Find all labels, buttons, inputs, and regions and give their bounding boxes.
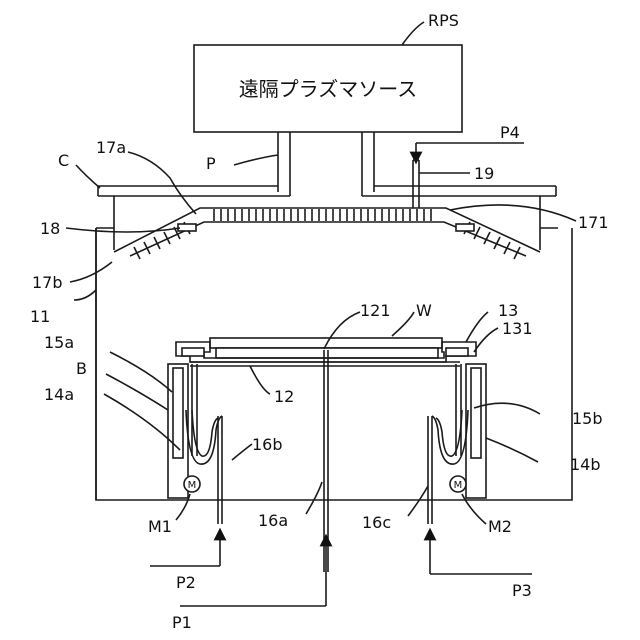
label-12: 12 bbox=[274, 387, 294, 406]
label-p4: P4 bbox=[500, 123, 520, 142]
l131-leader bbox=[474, 328, 498, 352]
l11-leader bbox=[74, 290, 96, 300]
label-121: 121 bbox=[360, 301, 391, 320]
l15a-leader bbox=[110, 352, 172, 392]
label-c: C bbox=[58, 151, 69, 170]
label-17b: 17b bbox=[32, 273, 63, 292]
clamp-171 bbox=[456, 224, 474, 231]
c-leader bbox=[76, 165, 100, 188]
label-m2: M2 bbox=[488, 517, 512, 536]
l16c-leader bbox=[408, 486, 428, 516]
label-p3: P3 bbox=[512, 581, 532, 600]
p-leader bbox=[234, 155, 278, 165]
motor-m2-label: M bbox=[454, 480, 463, 491]
b-leader bbox=[106, 374, 168, 410]
label-16c: 16c bbox=[362, 513, 391, 532]
l16b-leader bbox=[232, 444, 252, 460]
label-14a: 14a bbox=[44, 385, 74, 404]
showerhead-holes bbox=[214, 209, 431, 221]
label-m1: M1 bbox=[148, 517, 172, 536]
remote-plasma-source: 遠隔プラズマソース bbox=[194, 45, 462, 132]
ring-right bbox=[446, 348, 468, 356]
motor-m1-label: M bbox=[188, 480, 197, 491]
label-171: 171 bbox=[578, 213, 609, 232]
susceptor bbox=[176, 338, 476, 366]
l17b-leader bbox=[70, 262, 112, 282]
l17a-leader bbox=[128, 152, 196, 214]
w-leader bbox=[392, 312, 414, 336]
gas-tube-19 bbox=[413, 160, 419, 208]
label-rps: RPS bbox=[428, 11, 459, 30]
heater-121 bbox=[216, 348, 438, 358]
label-15a: 15a bbox=[44, 333, 74, 352]
ring-left bbox=[182, 348, 204, 356]
label-18: 18 bbox=[40, 219, 60, 238]
chamber-lid bbox=[98, 186, 556, 196]
l15b-leader bbox=[474, 403, 540, 414]
l12-leader bbox=[250, 366, 270, 394]
label-14b: 14b bbox=[570, 455, 601, 474]
label-131: 131 bbox=[502, 319, 533, 338]
label-15b: 15b bbox=[572, 409, 603, 428]
l16a-leader bbox=[306, 482, 322, 514]
label-19: 19 bbox=[474, 164, 494, 183]
showerhead bbox=[114, 208, 540, 259]
label-b: B bbox=[76, 359, 87, 378]
label-17a: 17a bbox=[96, 138, 126, 157]
pipe-p bbox=[278, 132, 374, 196]
label-11: 11 bbox=[30, 307, 50, 326]
label-p1: P1 bbox=[172, 613, 192, 632]
label-w: W bbox=[416, 301, 432, 320]
label-16a: 16a bbox=[258, 511, 288, 530]
l18-leader bbox=[66, 228, 180, 232]
center-pin-16a bbox=[324, 350, 328, 572]
label-13: 13 bbox=[498, 301, 518, 320]
l14b-leader bbox=[486, 438, 538, 462]
clamp-18 bbox=[178, 224, 196, 231]
rps-box-text: 遠隔プラズマソース bbox=[239, 77, 418, 101]
label-p2: P2 bbox=[176, 573, 196, 592]
label-16b: 16b bbox=[252, 435, 283, 454]
label-p: P bbox=[206, 154, 216, 173]
rps-leader bbox=[402, 22, 424, 45]
